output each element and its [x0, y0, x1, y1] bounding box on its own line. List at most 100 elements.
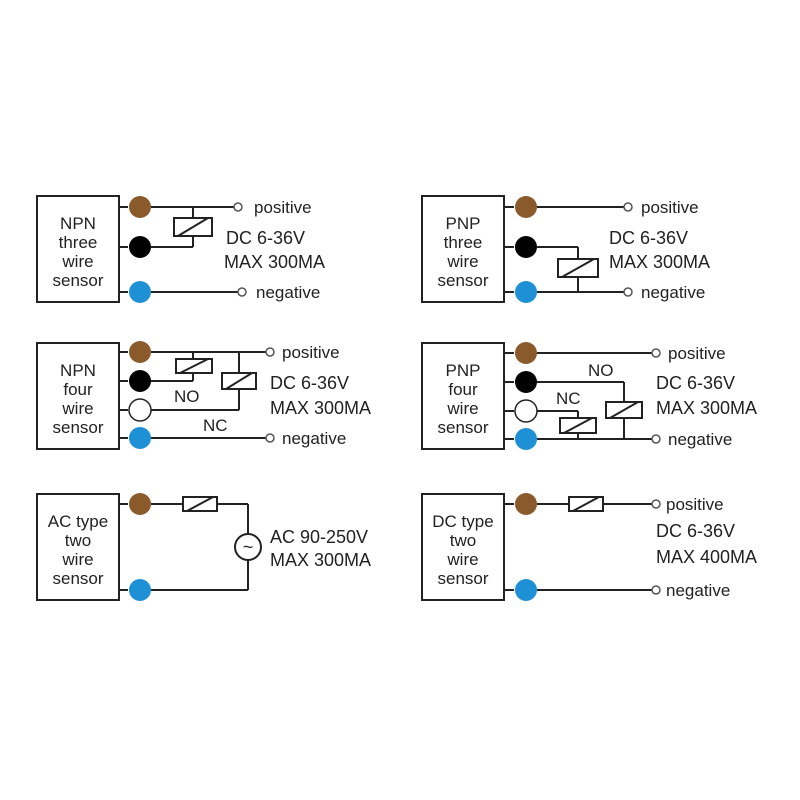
sensor-box	[36, 195, 120, 303]
relay-icon-diagonal	[563, 417, 593, 434]
no-label: NO	[174, 387, 200, 406]
spec-voltage: DC 6-36V	[226, 228, 305, 248]
terminal-icon	[651, 585, 661, 595]
panel-dc-two-wire: DC type two wire sensor positive negativ…	[421, 493, 757, 601]
brown-wire-dot	[515, 196, 537, 218]
sensor-label-line: sensor	[437, 569, 488, 588]
negative-label: negative	[668, 430, 732, 449]
relay-icon-diagonal	[561, 258, 595, 278]
spec-current: MAX 400MA	[656, 547, 757, 567]
relay-icon-diagonal	[179, 358, 209, 374]
blue-wire-dot	[129, 281, 151, 303]
negative-label: negative	[282, 429, 346, 448]
sensor-label-line: wire	[61, 252, 93, 271]
load-icon-diagonal	[186, 496, 214, 512]
spec-voltage: DC 6-36V	[656, 521, 735, 541]
sensor-label-line: two	[450, 531, 476, 550]
panel-npn-four-wire: NPN four wire sensor positive NO NC	[36, 341, 371, 450]
white-wire-dot	[514, 399, 538, 423]
panel-ac-two-wire: AC type two wire sensor ~ AC 90-250V MAX…	[36, 493, 371, 601]
negative-label: negative	[256, 283, 320, 302]
sensor-box	[421, 342, 505, 450]
spec-voltage: AC 90-250V	[270, 527, 368, 547]
sensor-label-line: sensor	[52, 271, 103, 290]
positive-label: positive	[254, 198, 312, 217]
terminal-icon	[265, 433, 275, 443]
load-icon-diagonal	[572, 496, 600, 512]
no-label: NO	[588, 361, 614, 380]
sensor-label-line: sensor	[437, 271, 488, 290]
spec-current: MAX 300MA	[270, 550, 371, 570]
sensor-label-line: PNP	[446, 361, 481, 380]
blue-wire-dot	[515, 579, 537, 601]
positive-label: positive	[666, 495, 724, 514]
terminal-icon	[237, 287, 247, 297]
relay-icon-diagonal	[177, 217, 209, 237]
sensor-label-line: two	[65, 531, 91, 550]
blue-wire-dot	[129, 427, 151, 449]
black-wire-dot	[129, 236, 151, 258]
sensor-label-line: wire	[61, 550, 93, 569]
sensor-label-line: four	[448, 380, 478, 399]
sensor-label-line: three	[444, 233, 483, 252]
panel-pnp-four-wire: PNP four wire sensor positive NO NC	[421, 342, 757, 450]
brown-wire-dot	[515, 342, 537, 364]
sensor-label-line: wire	[446, 550, 478, 569]
sensor-box	[421, 493, 505, 601]
spec-current: MAX 300MA	[656, 398, 757, 418]
sensor-label-line: AC type	[48, 512, 108, 531]
spec-current: MAX 300MA	[224, 252, 325, 272]
terminal-icon	[623, 287, 633, 297]
terminal-icon	[265, 347, 275, 357]
brown-wire-dot	[129, 493, 151, 515]
positive-label: positive	[282, 343, 340, 362]
sensor-label-line: wire	[446, 252, 478, 271]
relay-icon-diagonal	[225, 372, 253, 390]
sensor-label-line: wire	[61, 399, 93, 418]
sensor-label-line: DC type	[432, 512, 493, 531]
positive-label: positive	[641, 198, 699, 217]
sensor-label-line: sensor	[52, 418, 103, 437]
sensor-label-line: PNP	[446, 214, 481, 233]
terminal-icon	[651, 434, 661, 444]
sensor-label-line: three	[59, 233, 98, 252]
spec-current: MAX 300MA	[609, 252, 710, 272]
sensor-label-line: sensor	[437, 418, 488, 437]
brown-wire-dot	[515, 493, 537, 515]
brown-wire-dot	[129, 196, 151, 218]
terminal-icon	[623, 202, 633, 212]
black-wire-dot	[129, 370, 151, 392]
relay-icon-diagonal	[609, 401, 639, 419]
negative-label: negative	[641, 283, 705, 302]
sensor-box	[36, 493, 120, 601]
black-wire-dot	[515, 236, 537, 258]
sensor-label-line: NPN	[60, 214, 96, 233]
sensor-box	[36, 342, 120, 450]
white-wire-dot	[128, 398, 152, 422]
sensor-label-line: sensor	[52, 569, 103, 588]
spec-current: MAX 300MA	[270, 398, 371, 418]
panel-pnp-three-wire: PNP three wire sensor positive negative …	[421, 195, 710, 303]
blue-wire-dot	[515, 428, 537, 450]
nc-label: NC	[556, 389, 581, 408]
sensor-label-line: four	[63, 380, 93, 399]
nc-label: NC	[203, 416, 228, 435]
sensor-box	[421, 195, 505, 303]
spec-voltage: DC 6-36V	[609, 228, 688, 248]
terminal-icon	[651, 348, 661, 358]
spec-voltage: DC 6-36V	[656, 373, 735, 393]
blue-wire-dot	[129, 579, 151, 601]
negative-label: negative	[666, 581, 730, 600]
blue-wire-dot	[515, 281, 537, 303]
positive-label: positive	[668, 344, 726, 363]
terminal-icon	[651, 499, 661, 509]
terminal-icon	[233, 202, 243, 212]
panel-npn-three-wire: NPN three wire sensor positive negative …	[36, 195, 325, 303]
ac-source-symbol: ~	[243, 537, 254, 557]
sensor-label-line: wire	[446, 399, 478, 418]
spec-voltage: DC 6-36V	[270, 373, 349, 393]
brown-wire-dot	[129, 341, 151, 363]
black-wire-dot	[515, 371, 537, 393]
sensor-label-line: NPN	[60, 361, 96, 380]
